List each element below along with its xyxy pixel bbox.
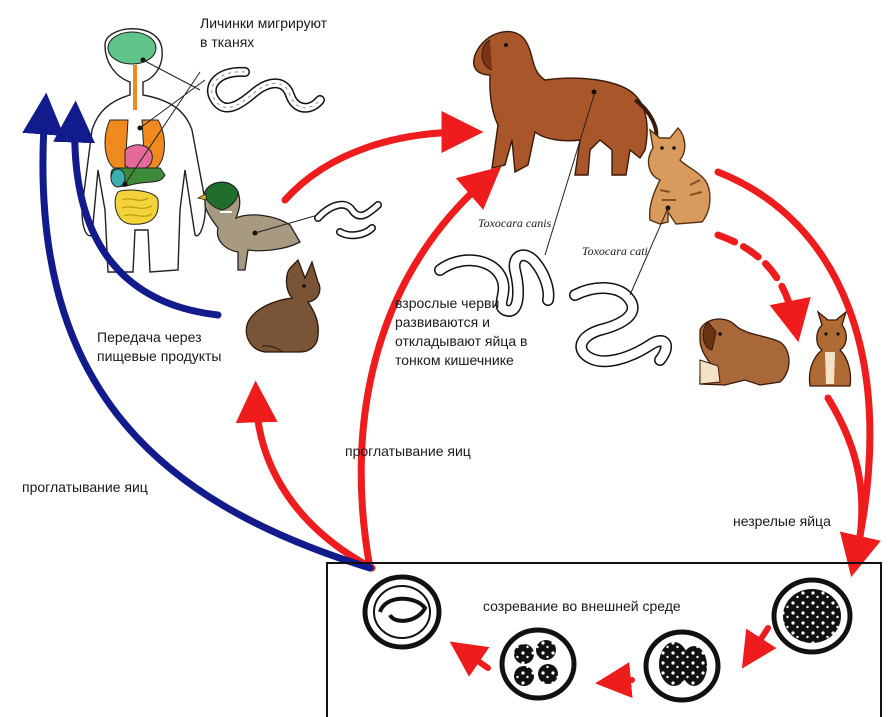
swallow-eggs-mid-label: проглатывание яиц [345, 442, 471, 461]
arrow-duck-to-dog [285, 132, 466, 200]
adults-develop-label: взрослые черви развиваются и откладывают… [395, 294, 527, 370]
cat-icon [649, 128, 710, 224]
larvae-migrate-label: Личинки мигрируют в тканях [200, 14, 327, 52]
toxocara-canis-label: Toxocara canis [478, 216, 551, 231]
kitten-icon [810, 312, 851, 386]
maturation-label: созревание во внешней среде [483, 597, 681, 616]
dog-icon [474, 32, 657, 175]
arrow-cat-to-kitten-dashed [718, 235, 795, 325]
environment-box [326, 562, 882, 717]
arrow-eggs-to-rabbit [256, 398, 372, 568]
swallow-eggs-left-label: проглатывание яиц [22, 478, 148, 497]
human-anatomy-icon [82, 29, 205, 272]
adult-worm-cati-icon [575, 208, 668, 361]
toxocara-cati-label: Toxocara cati [582, 244, 648, 259]
food-transmission-label: Передача через пищевые продукты [97, 328, 222, 366]
duck-icon [198, 182, 318, 270]
duck-larva-worm-icon [318, 205, 378, 236]
arrow-eggs-to-dog [361, 178, 488, 568]
rabbit-icon [246, 260, 319, 352]
larva-worm-icon [212, 72, 320, 108]
puppy-icon [700, 319, 789, 385]
immature-eggs-label: незрелые яйца [733, 512, 831, 531]
arrow-kitten-to-eggs [828, 398, 862, 565]
